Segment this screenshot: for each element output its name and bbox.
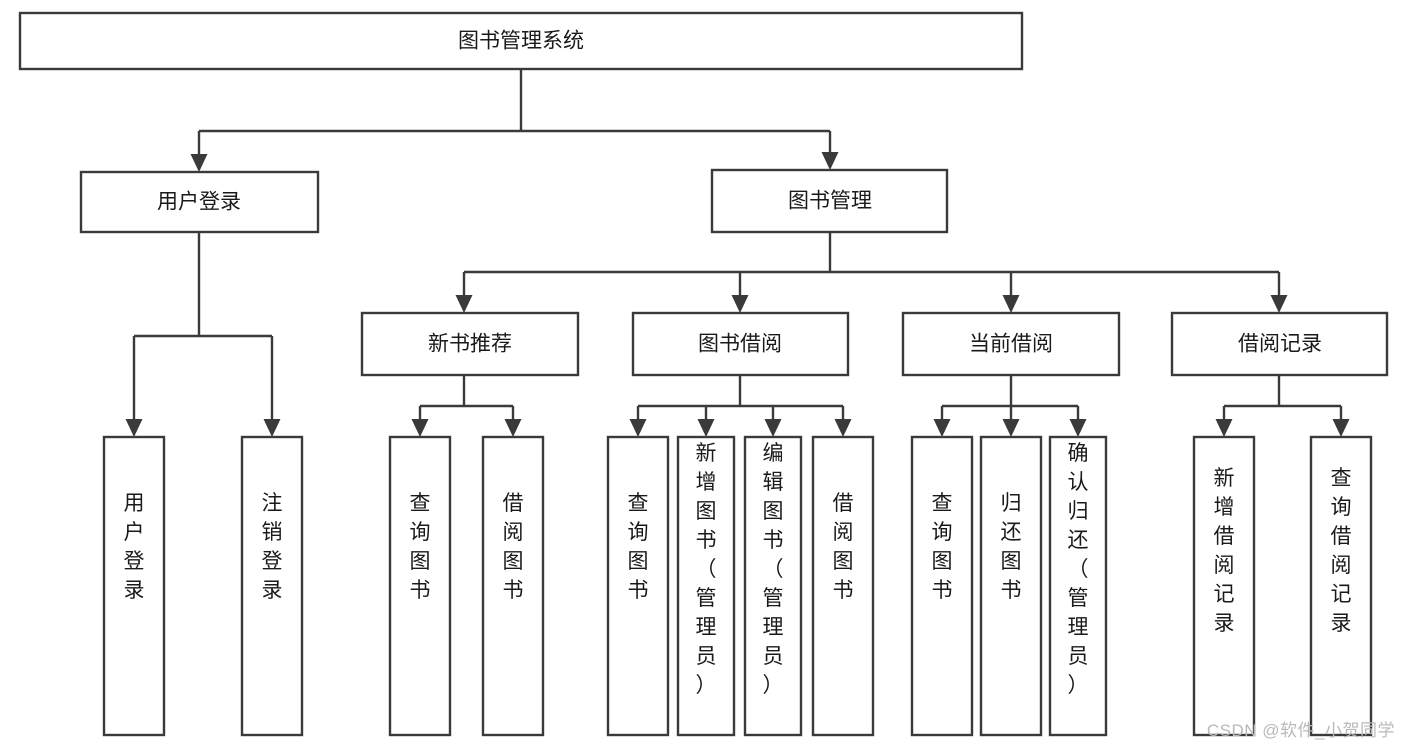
leaf-node-current-query[interactable]: 查询图书 [910,435,974,737]
arrow-icon-borrow [731,295,749,313]
arrow-icon-user-login [190,154,208,172]
leaf-current-return-box[interactable] [979,435,1043,737]
node-new-book-recommend-box[interactable] [360,311,580,377]
leaf-borrow-edit-box[interactable] [743,435,803,737]
csdn-watermark: CSDN @软件_小贺同学 [1206,721,1395,740]
arrow-icon-borrow-leaf1 [629,419,647,437]
leaf-node-current-return[interactable]: 归还图书 [979,435,1043,737]
node-user-login[interactable]: 用户登录 [79,170,320,234]
leaf-node-borrow-book[interactable]: 借阅图书 [811,435,875,737]
leaf-node-newbook-borrow[interactable]: 借阅图书 [481,435,545,737]
arrow-icon-record-leaf1 [1215,419,1233,437]
node-book-management-box[interactable] [710,168,949,234]
node-book-management[interactable]: 图书管理 [710,168,949,234]
arrow-icon-record [1270,295,1288,313]
node-borrow-record-label: 借阅记录 [1238,333,1322,356]
arrow-icon-current-leaf2 [1002,419,1020,437]
node-book-borrow-box[interactable] [631,311,850,377]
leaf-borrow-query-box[interactable] [606,435,670,737]
node-user-login-box[interactable] [79,170,320,234]
arrow-icon-current-leaf3 [1069,419,1087,437]
arrow-icon-current-leaf1 [933,419,951,437]
leaf-record-add-label: 新增借阅记录 [1214,467,1235,635]
node-borrow-record-box[interactable] [1170,311,1389,377]
leaf-borrow-book-box[interactable] [811,435,875,737]
node-current-borrow-box[interactable] [901,311,1121,377]
node-current-borrow[interactable]: 当前借阅 [901,311,1121,377]
arrow-icon-record-leaf2 [1332,419,1350,437]
node-root-label: 图书管理系统 [458,30,584,53]
leaf-current-query-label: 查询图书 [932,492,953,602]
leaf-newbook-borrow-label: 借阅图书 [503,492,524,602]
node-book-management-label: 图书管理 [788,190,872,213]
leaf-node-user-login[interactable]: 用户登录 [102,435,166,737]
leaf-newbook-borrow-box[interactable] [481,435,545,737]
leaf-node-borrow-add[interactable]: 新增图书（管理员） [676,435,736,737]
node-new-book-recommend-label: 新书推荐 [428,333,512,356]
arrow-icon-newbook-leaf1 [411,419,429,437]
leaf-current-confirm-box[interactable] [1048,435,1108,737]
leaf-borrow-edit-label: 编辑图书（管理员） [763,442,784,697]
arrow-icon-book-mgmt [821,152,839,170]
arrow-icon-borrow-leaf3 [764,419,782,437]
leaf-node-current-confirm[interactable]: 确认归还（管理员） [1048,435,1108,737]
leaf-borrow-add-label: 新增图书（管理员） [696,442,717,697]
leaf-current-confirm-label: 确认归还（管理员） [1068,442,1089,697]
node-book-borrow-label: 图书借阅 [698,333,782,356]
leaf-node-borrow-edit[interactable]: 编辑图书（管理员） [743,435,803,737]
leaf-newbook-query-box[interactable] [388,435,452,737]
leaf-node-logout[interactable]: 注销登录 [240,435,304,737]
node-user-login-label: 用户登录 [157,191,241,214]
leaf-borrow-query-label: 查询图书 [628,492,649,602]
node-current-borrow-label: 当前借阅 [969,333,1053,356]
arrow-icon-borrow-leaf4 [834,419,852,437]
leaf-newbook-query-label: 查询图书 [410,492,431,602]
node-new-book-recommend[interactable]: 新书推荐 [360,311,580,377]
arrow-icon-userlogin-leaf1 [125,419,143,437]
node-book-borrow[interactable]: 图书借阅 [631,311,850,377]
leaf-borrow-add-box[interactable] [676,435,736,737]
leaf-record-query-box[interactable] [1309,435,1373,737]
connectors-group [132,68,1343,419]
leaf-node-newbook-query[interactable]: 查询图书 [388,435,452,737]
leaf-borrow-book-label: 借阅图书 [833,492,854,602]
arrow-icon-borrow-leaf2 [697,419,715,437]
arrow-icon-userlogin-leaf2 [263,419,281,437]
leaf-node-record-add[interactable]: 新增借阅记录 [1192,435,1256,737]
leaf-logout-box[interactable] [240,435,304,737]
leaf-current-return-label: 归还图书 [1001,492,1022,602]
node-borrow-record[interactable]: 借阅记录 [1170,311,1389,377]
arrow-icon-newbook [455,295,473,313]
node-root-system[interactable]: 图书管理系统 [18,11,1024,71]
leaf-record-query-label: 查询借阅记录 [1331,467,1352,635]
leaf-record-add-box[interactable] [1192,435,1256,737]
arrow-icon-newbook-leaf2 [504,419,522,437]
arrow-icon-current [1002,295,1020,313]
leaf-node-record-query[interactable]: 查询借阅记录 [1309,435,1373,737]
leaf-logout-label: 注销登录 [262,492,283,602]
leaf-current-query-box[interactable] [910,435,974,737]
leaf-user-login-label: 用户登录 [124,492,145,602]
node-root-box[interactable] [18,11,1024,71]
leaf-node-borrow-query[interactable]: 查询图书 [606,435,670,737]
leaf-user-login-box[interactable] [102,435,166,737]
